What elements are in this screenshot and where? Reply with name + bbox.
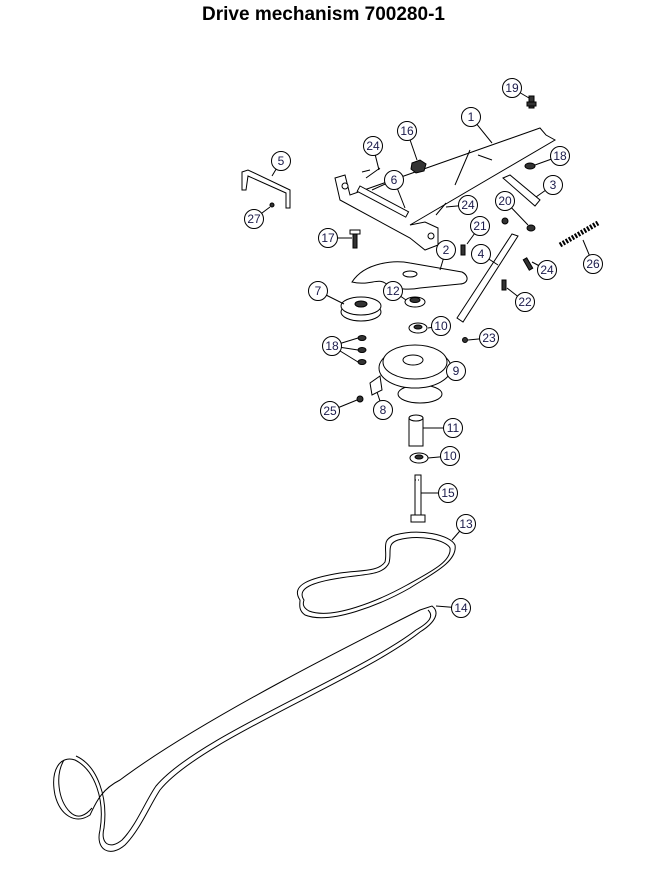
callout-9: 9 bbox=[446, 361, 466, 381]
callout-26: 26 bbox=[583, 254, 603, 274]
svg-text:4: 4 bbox=[478, 247, 485, 261]
svg-text:6: 6 bbox=[391, 173, 398, 187]
callout-20: 20 bbox=[495, 191, 515, 211]
svg-text:8: 8 bbox=[380, 403, 387, 417]
svg-text:14: 14 bbox=[454, 601, 468, 615]
part-pulley-7 bbox=[340, 296, 382, 322]
callout-11: 11 bbox=[443, 418, 463, 438]
svg-text:20: 20 bbox=[498, 194, 512, 208]
svg-text:1: 1 bbox=[468, 110, 475, 124]
part-bracket bbox=[334, 127, 557, 251]
part-handle bbox=[241, 169, 291, 209]
svg-text:24: 24 bbox=[461, 198, 475, 212]
callout-1: 1 bbox=[461, 107, 481, 127]
callout-8: 8 bbox=[373, 400, 393, 420]
part-plate bbox=[502, 174, 541, 207]
callout-24: 24 bbox=[363, 136, 383, 156]
svg-text:26: 26 bbox=[586, 257, 600, 271]
svg-text:21: 21 bbox=[473, 219, 487, 233]
svg-text:23: 23 bbox=[482, 331, 496, 345]
svg-text:10: 10 bbox=[443, 449, 457, 463]
diagram-title: Drive mechanism 700280-1 bbox=[202, 4, 445, 25]
callout-13: 13 bbox=[456, 514, 476, 534]
svg-text:10: 10 bbox=[434, 319, 448, 333]
callout-19: 19 bbox=[502, 78, 522, 98]
hardware bbox=[269, 95, 537, 403]
belt-14 bbox=[53, 605, 437, 852]
callout-25: 25 bbox=[320, 401, 340, 421]
callout-18: 18 bbox=[550, 146, 570, 166]
callout-23: 23 bbox=[479, 328, 499, 348]
svg-text:25: 25 bbox=[323, 404, 337, 418]
callout-12: 12 bbox=[383, 281, 403, 301]
callout-21: 21 bbox=[470, 216, 490, 236]
callout-14: 14 bbox=[451, 598, 471, 618]
svg-text:12: 12 bbox=[386, 284, 400, 298]
svg-text:9: 9 bbox=[453, 364, 460, 378]
svg-text:15: 15 bbox=[441, 486, 455, 500]
part-pin bbox=[356, 185, 410, 218]
callout-16: 16 bbox=[397, 121, 417, 141]
callout-15: 15 bbox=[438, 483, 458, 503]
svg-text:22: 22 bbox=[518, 295, 532, 309]
callout-5: 5 bbox=[271, 151, 291, 171]
svg-text:24: 24 bbox=[366, 139, 380, 153]
svg-text:24: 24 bbox=[540, 263, 554, 277]
callout-17: 17 bbox=[318, 228, 338, 248]
callout-22: 22 bbox=[515, 292, 535, 312]
svg-text:13: 13 bbox=[459, 517, 473, 531]
callout-10: 10 bbox=[431, 316, 451, 336]
svg-text:7: 7 bbox=[315, 284, 322, 298]
callout-18: 18 bbox=[322, 336, 342, 356]
svg-text:27: 27 bbox=[247, 212, 261, 226]
part-bolt bbox=[410, 474, 426, 523]
callout-10: 10 bbox=[440, 446, 460, 466]
svg-text:11: 11 bbox=[447, 421, 460, 435]
svg-text:17: 17 bbox=[321, 231, 335, 245]
callout-6: 6 bbox=[384, 170, 404, 190]
part-pulley-9 bbox=[378, 344, 452, 404]
callout-27: 27 bbox=[244, 209, 264, 229]
part-spring bbox=[558, 220, 600, 248]
callout-3: 3 bbox=[543, 175, 563, 195]
callout-2: 2 bbox=[436, 240, 456, 260]
svg-text:2: 2 bbox=[443, 243, 450, 257]
callout-24: 24 bbox=[537, 260, 557, 280]
belt-13 bbox=[297, 531, 456, 619]
svg-text:5: 5 bbox=[278, 154, 285, 168]
svg-text:16: 16 bbox=[400, 124, 414, 138]
svg-text:18: 18 bbox=[325, 339, 339, 353]
svg-text:18: 18 bbox=[553, 149, 567, 163]
svg-text:19: 19 bbox=[505, 81, 519, 95]
part-spacer bbox=[408, 417, 424, 447]
callout-4: 4 bbox=[471, 244, 491, 264]
callout-7: 7 bbox=[308, 281, 328, 301]
svg-text:3: 3 bbox=[550, 178, 557, 192]
callout-24: 24 bbox=[458, 195, 478, 215]
